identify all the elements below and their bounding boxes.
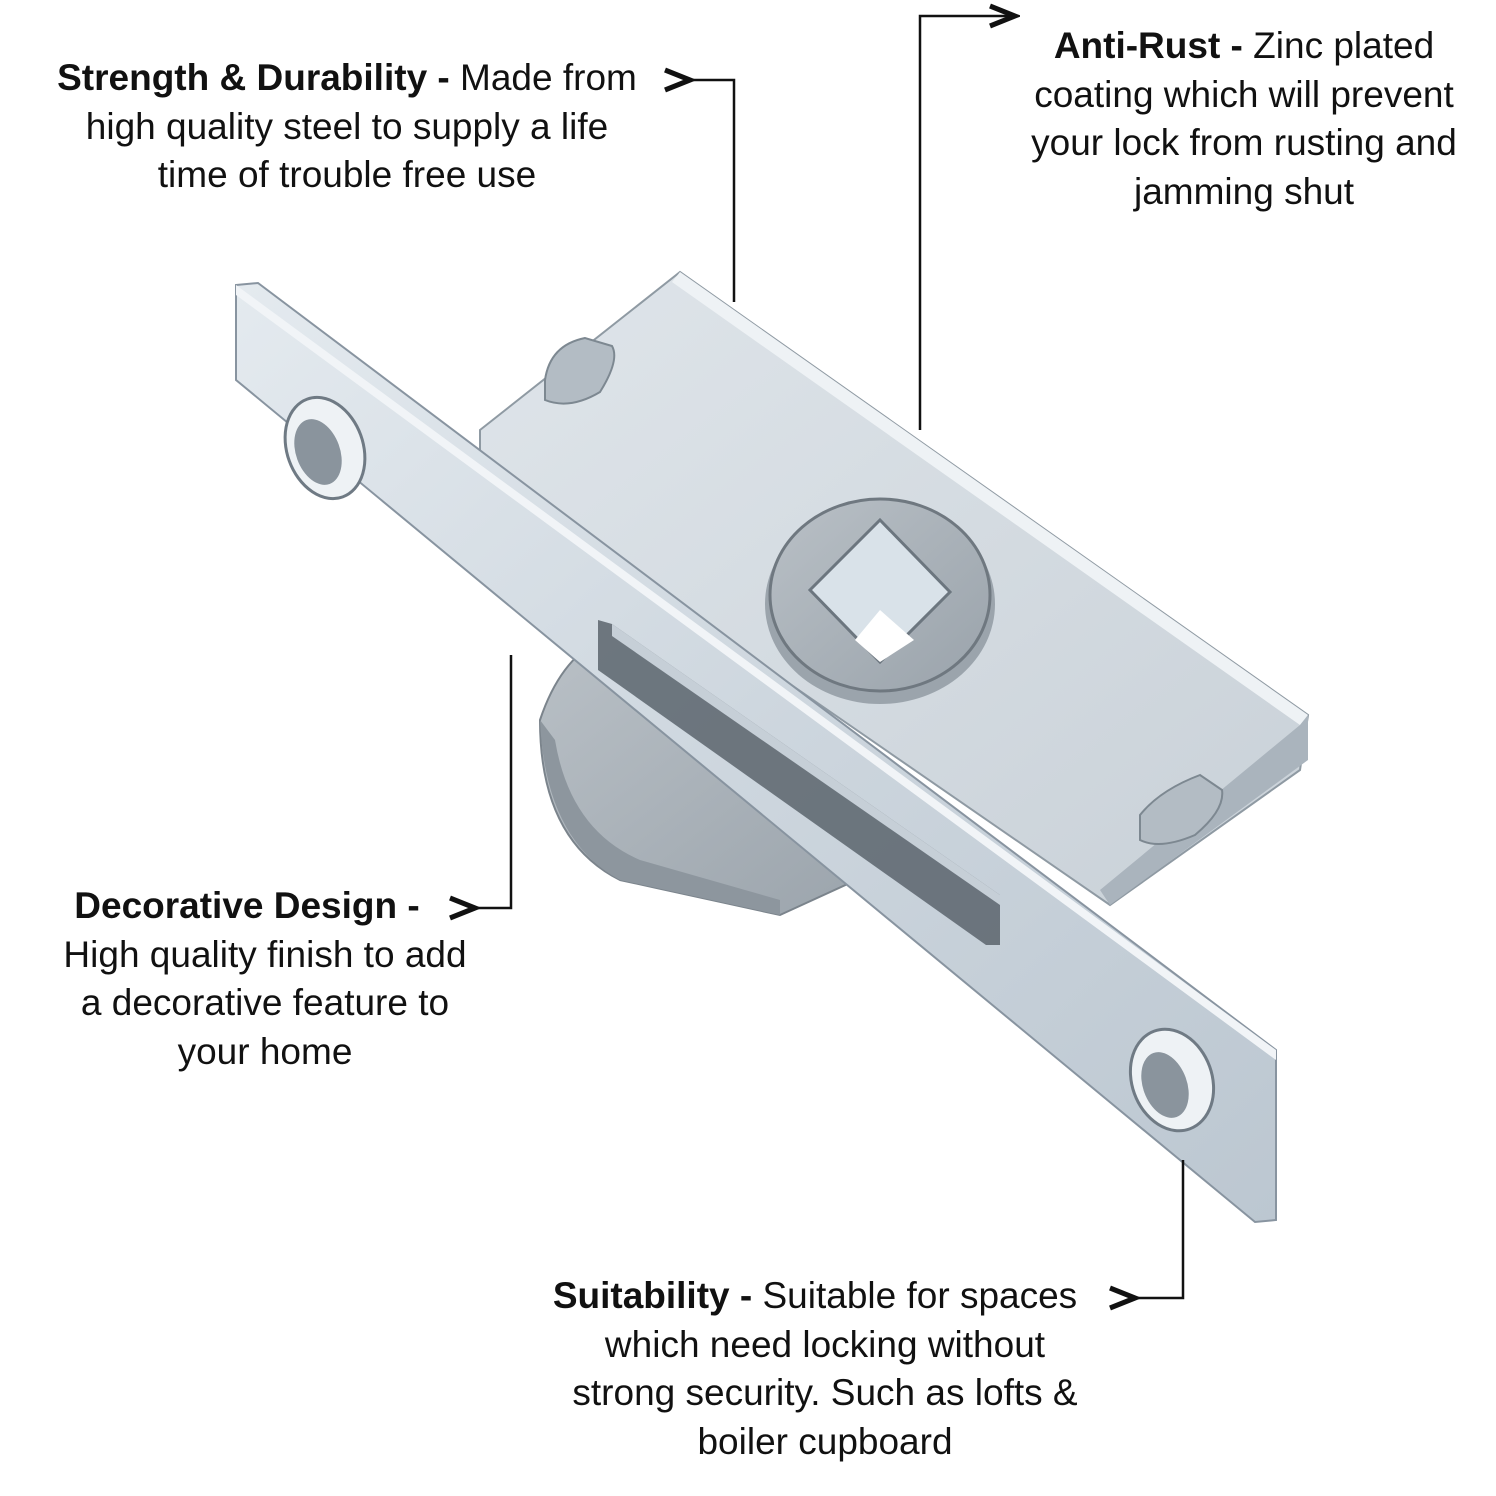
leader-lines	[475, 16, 1185, 1298]
callout-suitability-title: Suitability -	[552, 1275, 753, 1316]
callout-suitability: Suitability - Suitable for spaces which …	[500, 1272, 1150, 1466]
callout-strength-line1: Strength & Durability - Made from	[2, 54, 692, 103]
callout-strength-title: Strength & Durability -	[57, 57, 450, 98]
callout-anti-rust-text: your lock from rusting and	[1031, 122, 1457, 163]
callout-strength-text: high quality steel to supply a life	[85, 105, 609, 147]
leader-strength	[690, 80, 736, 302]
spindle-follower	[765, 497, 995, 704]
callout-decorative-text: your home	[177, 1030, 353, 1072]
leader-decorative	[475, 655, 513, 908]
rivet-bottom	[1139, 773, 1224, 845]
callout-anti-rust-text: jamming shut	[1133, 170, 1355, 212]
face-plate	[235, 281, 1277, 1224]
callout-suitability-text: strong security. Such as lofts &	[572, 1372, 1078, 1413]
callout-decorative-title: Decorative Design -	[74, 885, 420, 926]
callout-anti-rust: Anti-Rust - Zinc plated coating which wi…	[992, 22, 1496, 216]
callout-suitability-text: boiler cupboard	[697, 1420, 953, 1462]
callout-strength-text: time of trouble free use	[157, 154, 537, 195]
leader-anti-rust	[918, 16, 1015, 430]
rivet-top	[544, 336, 616, 405]
callout-suitability-text: which need locking without	[604, 1323, 1046, 1365]
callout-anti-rust-title: Anti-Rust -	[1053, 25, 1243, 66]
callout-strength: Strength & Durability - Made from high q…	[2, 54, 692, 200]
callout-decorative: Decorative Design - High quality finish …	[20, 882, 510, 1076]
callout-anti-rust-text: coating which will prevent	[1034, 73, 1454, 115]
callout-decorative-text: a decorative feature to	[80, 982, 450, 1023]
callout-decorative-text: High quality finish to add	[63, 933, 467, 975]
leader-suitability	[1135, 1160, 1185, 1298]
callout-strength-text: Made from	[460, 57, 637, 98]
callout-anti-rust-text: Zinc plated	[1253, 25, 1435, 66]
callout-suitability-text: Suitable for spaces	[762, 1275, 1078, 1316]
